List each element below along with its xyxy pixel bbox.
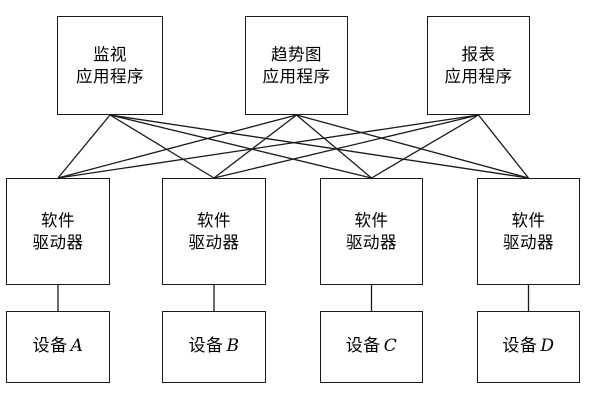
driver-d-box: 软件 驱动器 <box>477 178 580 285</box>
driver-c-label: 软件 驱动器 <box>346 211 397 252</box>
app-trend-label: 趋势图 应用程序 <box>262 45 331 86</box>
edge-app-report-to-driver-d <box>477 114 530 179</box>
edge-app-trend-to-driver-d <box>296 114 529 179</box>
driver-b-label: 软件 驱动器 <box>188 211 240 252</box>
device-a-identifier: A <box>70 336 84 357</box>
driver-a-label: 软件 驱动器 <box>32 211 84 252</box>
edge-app-trend-to-driver-c <box>296 114 372 179</box>
driver-b-box: 软件 驱动器 <box>162 178 266 285</box>
edge-app-report-to-driver-a <box>57 114 479 179</box>
device-b-identifier: B <box>226 336 240 357</box>
edge-app-monitor-to-driver-d <box>109 114 529 179</box>
driver-d-label: 软件 驱动器 <box>503 211 554 252</box>
edge-app-trend-to-driver-a <box>57 114 297 179</box>
driver-a-box: 软件 驱动器 <box>6 178 110 285</box>
driver-c-box: 软件 驱动器 <box>320 178 423 285</box>
edge-app-report-to-driver-b <box>213 114 479 179</box>
edge-app-report-to-driver-c <box>371 114 479 179</box>
device-d-identifier: D <box>540 336 555 357</box>
edge-app-monitor-to-driver-a <box>57 114 111 179</box>
edge-app-trend-to-driver-b <box>213 114 297 179</box>
edge-app-monitor-to-driver-b <box>109 114 215 179</box>
app-trend-box: 趋势图 应用程序 <box>245 16 348 115</box>
edge-app-monitor-to-driver-c <box>109 114 372 179</box>
app-report-label: 报表 应用程序 <box>444 45 513 86</box>
app-monitor-label: 监视 应用程序 <box>76 45 144 86</box>
app-report-box: 报表 应用程序 <box>427 16 530 115</box>
app-monitor-box: 监视 应用程序 <box>57 16 163 115</box>
device-c-identifier: C <box>383 336 398 357</box>
